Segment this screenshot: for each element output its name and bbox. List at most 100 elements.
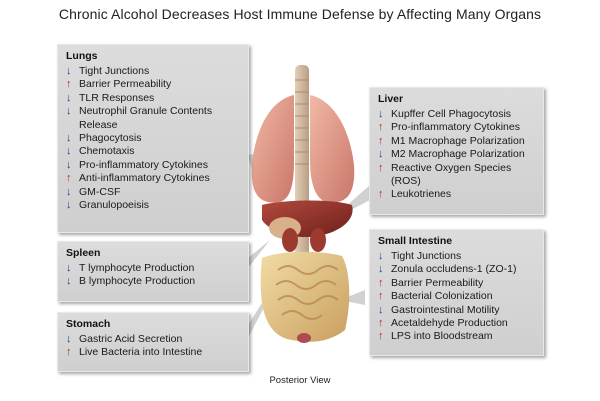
list-item-text: Anti-inflammatory Cytokines (79, 172, 210, 185)
down-arrow-icon: ↓ (66, 91, 72, 104)
down-arrow-icon: ↓ (66, 275, 72, 288)
view-caption: Posterior View (269, 375, 331, 386)
left-lung (251, 95, 294, 203)
lungs-panel: Lungs ↓ Tight Junctions ↑ Barrier Permeabil… (57, 44, 249, 233)
list-item-text: Zonula occludens-1 (ZO-1) (391, 263, 517, 276)
list-item: ↓ Neutrophil Granule Contents (66, 105, 240, 118)
list-item: ↓ Tight Junctions (66, 65, 240, 78)
list-item-text: Acetaldehyde Production (391, 317, 508, 330)
up-arrow-icon: ↑ (378, 317, 384, 330)
list-item: ↓ TLR Responses (66, 92, 240, 105)
list-item: ↓ Gastric Acid Secretion (66, 333, 240, 346)
list-item: ↓ Chemotaxis (66, 145, 240, 158)
down-arrow-icon: ↓ (66, 199, 72, 212)
spleen-items: ↓ T lymphocyte Production ↓ B lymphocyte Pr… (66, 262, 240, 289)
list-item: ↓ T lymphocyte Production (66, 262, 240, 275)
list-item: ↓ M2 Macrophage Polarization (378, 148, 535, 161)
bladder (297, 333, 311, 343)
spleen-panel: Spleen ↓T lymphocyte Production↓B lympho… (57, 241, 249, 302)
list-item-text: Barrier Permeability (79, 78, 172, 91)
list-item-text: B lymphocyte Production (79, 275, 196, 288)
liver-panel: Liver ↓ Kupffer Cell Phagocytosis ↑ Pro-inf… (369, 87, 544, 215)
figure-title: Chronic Alcohol Decreases Host Immune De… (58, 6, 542, 22)
list-item: ↓Phagocytosis (66, 132, 240, 145)
small-intestine-panel: Small Intestine ↓ Tight Junctions ↓ Zonula … (369, 229, 544, 356)
small-intestine-items: ↓ Tight Junctions ↓ Zonula occludens-1 (ZO-… (378, 250, 535, 344)
list-item-text: Kupffer Cell Phagocytosis (391, 108, 512, 120)
small-intestine-panel-title: Small Intestine (378, 235, 453, 247)
list-item-text: Live Bacteria into Intestine (79, 346, 203, 359)
up-arrow-icon: ↑ (378, 330, 384, 343)
down-arrow-icon: ↓ (66, 185, 72, 198)
list-item: ↑Reactive Oxygen Species (ROS) (378, 162, 535, 189)
list-item: ↓ Zonula occludens-1 (ZO-1) (378, 263, 535, 276)
down-arrow-icon: ↓ (378, 303, 384, 316)
down-arrow-icon: ↓ (66, 262, 72, 274)
list-item-text: Pro-inflammatory Cytokines (391, 121, 520, 134)
up-arrow-icon: ↑ (66, 346, 72, 359)
up-arrow-icon: ↑ (378, 276, 384, 289)
down-arrow-icon: ↓ (378, 263, 384, 276)
list-item: ↓ B lymphocyte Production (66, 275, 240, 288)
list-item-text: Leukotrienes (391, 188, 452, 201)
list-item-text: Pro-inflammatory Cytokines (79, 158, 208, 171)
down-arrow-icon: ↓ (66, 65, 72, 77)
down-arrow-icon: ↓ (66, 105, 72, 118)
down-arrow-icon: ↓ (66, 132, 72, 145)
down-arrow-icon: ↓ (378, 108, 384, 120)
list-item-text: LPS into Bloodstream (391, 330, 493, 343)
up-arrow-icon: ↑ (66, 172, 72, 185)
list-item-text: Reactive Oxygen Species (ROS) (391, 161, 512, 188)
lungs-items: ↓ Tight Junctions ↑ Barrier Permeability ↓ TL… (66, 65, 240, 212)
liver-panel-title: Liver (378, 93, 404, 105)
list-item: ↑ LPS into Bloodstream (378, 330, 535, 343)
up-arrow-icon: ↑ (378, 188, 384, 201)
list-item: ↑M1 Macrophage Polarization (378, 135, 535, 148)
list-item: ↓ Gastrointestinal Motility (378, 304, 535, 317)
down-arrow-icon: ↓ (66, 145, 72, 158)
down-arrow-icon: ↓ (66, 333, 72, 345)
kidney-right (310, 228, 326, 252)
up-arrow-icon: ↑ (378, 134, 384, 147)
list-item-text: T lymphocyte Production (79, 262, 195, 274)
list-item-text: M2 Macrophage Polarization (391, 148, 525, 161)
list-item-text: Tight Junctions (79, 65, 150, 77)
down-arrow-icon: ↓ (378, 148, 384, 161)
list-item: ↑ Anti-inflammatory Cytokines (66, 172, 240, 185)
down-arrow-icon: ↓ (378, 250, 384, 262)
indent-spacer (66, 119, 79, 132)
up-arrow-icon: ↑ (378, 290, 384, 303)
list-item: ↑ Barrier Permeability (66, 78, 240, 91)
list-item: ↑ Live Bacteria into Intestine (66, 346, 240, 359)
down-arrow-icon: ↓ (66, 158, 72, 171)
list-item-text: Gastric Acid Secretion (79, 333, 183, 345)
list-item: ↑ Pro-inflammatory Cytokines (378, 121, 535, 134)
list-item-text: Granulopoeisis (79, 199, 150, 212)
list-item: ↓ Tight Junctions (378, 250, 535, 263)
liver-items: ↓ Kupffer Cell Phagocytosis ↑ Pro-inflammat… (378, 108, 535, 202)
up-arrow-icon: ↑ (378, 121, 384, 134)
list-item-text: TLR Responses (79, 91, 155, 104)
list-item-text: Gastrointestinal Motility (391, 303, 500, 316)
list-item: ↑ Leukotrienes (378, 188, 535, 201)
list-item: ↓ GM-CSF (66, 186, 240, 199)
lungs-panel-title: Lungs (66, 50, 98, 62)
list-item-text: Tight Junctions (391, 250, 462, 262)
list-item-text: Bacterial Colonization (391, 290, 493, 303)
list-item-text: Chemotaxis (79, 145, 135, 158)
kidney-left (282, 228, 298, 252)
up-arrow-icon: ↑ (66, 78, 72, 91)
spleen-pointer (248, 240, 270, 268)
stomach-panel: Stomach ↓ Gastric Acid Secretion ↑ Live Bac… (57, 312, 249, 372)
right-lung (310, 95, 355, 203)
list-item: ↓ Granulopoeisis (66, 199, 240, 212)
list-item-text: Neutrophil Granule Contents (79, 105, 213, 118)
list-item: ↑ Bacterial Colonization (378, 290, 535, 303)
list-item: ↑ Acetaldehyde Production (378, 317, 535, 330)
list-item-text: Barrier Permeability (391, 276, 484, 289)
list-item-text: GM-CSF (79, 185, 121, 198)
stomach-panel-title: Stomach (66, 318, 111, 330)
stomach-items: ↓ Gastric Acid Secretion ↑ Live Bacteria in… (66, 333, 240, 360)
list-item: ↓ Kupffer Cell Phagocytosis (378, 108, 535, 121)
